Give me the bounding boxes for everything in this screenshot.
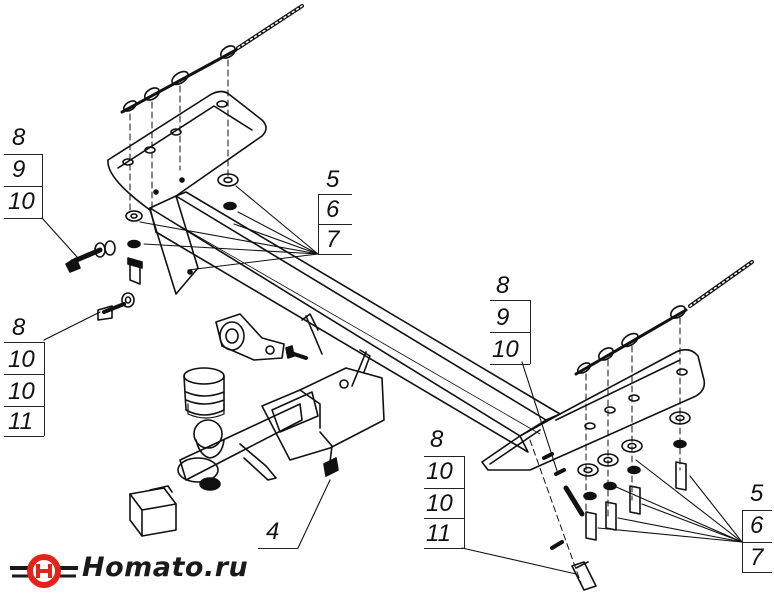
right-threaded-rod xyxy=(574,260,754,376)
right-alignment-lines xyxy=(529,317,681,587)
left-mounting-bracket xyxy=(107,90,267,295)
brand-logo-text: Homato.ru xyxy=(82,552,249,583)
callout-number: 6 xyxy=(750,512,764,539)
callout-number: 9 xyxy=(496,304,510,331)
callout-number: 7 xyxy=(326,226,340,253)
callout-number: 8 xyxy=(430,426,444,453)
callout-number: 5 xyxy=(750,480,764,507)
callout-number: 11 xyxy=(426,520,451,547)
callout-number: 4 xyxy=(266,518,280,545)
callout-number: 5 xyxy=(326,166,340,193)
callout-number: 10 xyxy=(492,336,519,363)
left-threaded-rod xyxy=(120,4,304,114)
callout-number: 11 xyxy=(8,408,33,435)
receiver-and-pins xyxy=(261,313,385,477)
callout-number: 9 xyxy=(12,156,26,183)
leader-lines xyxy=(41,185,743,575)
receiver-plug-cap xyxy=(129,485,177,537)
callout-number: 8 xyxy=(12,124,26,151)
left-washers xyxy=(125,173,239,285)
callout-number: 10 xyxy=(8,188,35,215)
callout-number: 10 xyxy=(426,490,453,517)
tow-ball-mount xyxy=(177,403,303,491)
callout-number: 7 xyxy=(750,544,764,571)
left-bolt-upper xyxy=(65,240,116,273)
right-mounting-bracket xyxy=(481,348,706,471)
callout-number: 10 xyxy=(426,458,453,485)
tow-hitch-ball-logo-icon xyxy=(10,554,78,588)
left-bolt-lower xyxy=(97,292,135,321)
socket-bracket xyxy=(215,313,308,361)
callout-number: 10 xyxy=(8,346,35,373)
callout-number: 8 xyxy=(12,314,26,341)
callout-number: 6 xyxy=(326,196,340,223)
right-washers xyxy=(542,411,691,591)
callout-number: 8 xyxy=(496,272,510,299)
left-alignment-lines xyxy=(129,59,229,211)
callout-number: 10 xyxy=(8,378,35,405)
ball-cover xyxy=(183,367,225,419)
